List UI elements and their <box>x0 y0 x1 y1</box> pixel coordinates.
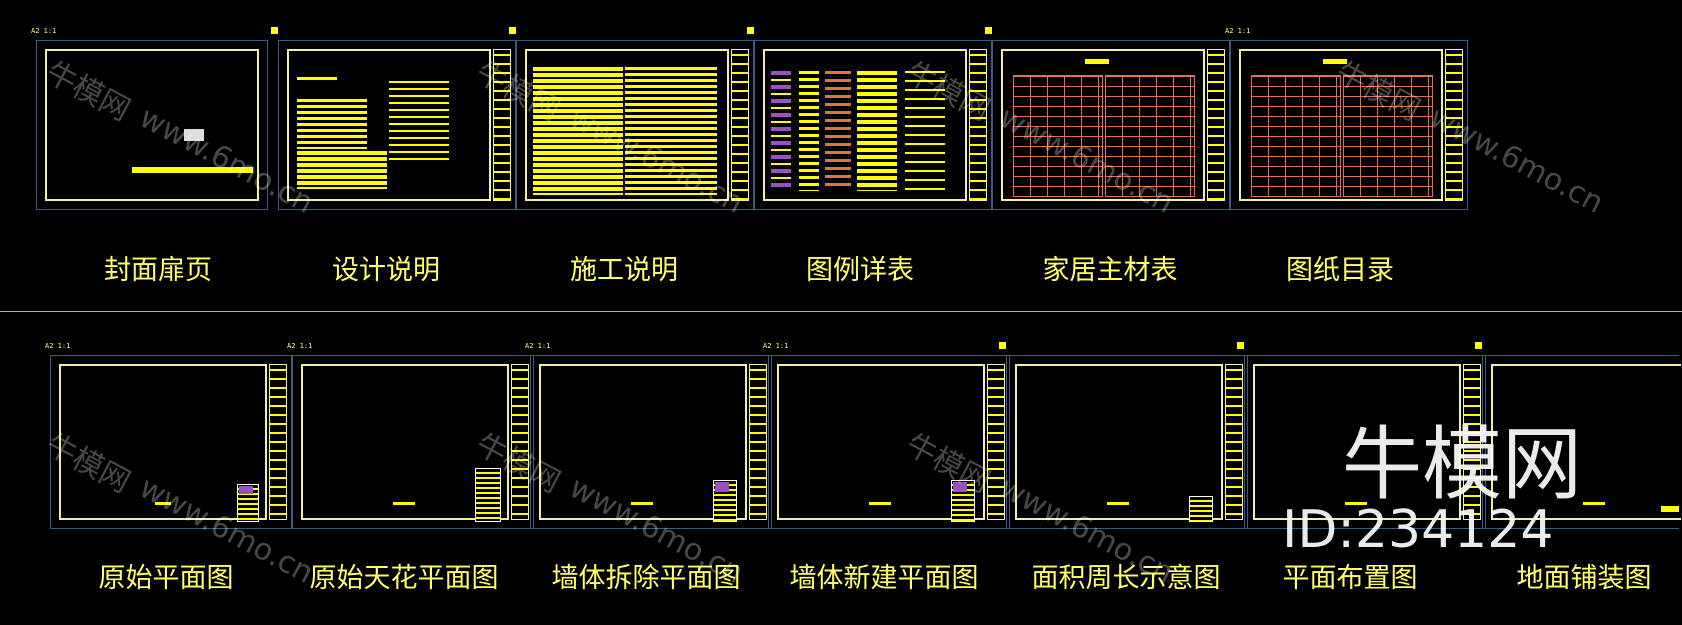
table-title <box>1085 59 1109 64</box>
scale-bar <box>1583 502 1605 505</box>
text-block <box>297 151 387 189</box>
text-block <box>533 67 623 195</box>
sheet-frame <box>1253 364 1461 520</box>
sheet-frame <box>59 364 267 520</box>
sheet-scale-tag: A2 1:1 <box>1225 27 1251 35</box>
title-block <box>493 49 511 201</box>
sheet-frame <box>45 49 259 201</box>
sheet-marker <box>271 27 278 34</box>
sheet-marker <box>1237 342 1244 349</box>
legend-column <box>857 71 897 191</box>
title-block <box>987 364 1005 520</box>
title-block <box>1225 364 1243 520</box>
index-table-left <box>1251 75 1341 197</box>
sheet-caption: 家居主材表 <box>1042 255 1178 286</box>
text-block <box>625 67 717 195</box>
sheet-drawing-index[interactable]: A2 1:1 <box>1225 27 1468 210</box>
sheet-frame <box>1491 364 1681 520</box>
sheet-caption: 地面铺装图 <box>1516 563 1652 594</box>
scale-bar <box>869 502 891 505</box>
text-block <box>297 99 367 149</box>
sheet-material-table[interactable] <box>985 27 1230 210</box>
legend-box <box>475 468 501 522</box>
sheet-frame <box>301 364 509 520</box>
sheet-marker <box>1475 342 1482 349</box>
sheet-frame <box>777 364 985 520</box>
sheet-construction-notes[interactable] <box>509 27 754 210</box>
title-block <box>269 364 287 520</box>
legend-swatch <box>239 486 253 494</box>
sheet-caption: 封面扉页 <box>104 255 212 286</box>
sheet-frame <box>1001 49 1205 201</box>
sheet-caption: 图纸目录 <box>1286 255 1394 286</box>
legend-swatch <box>953 482 967 492</box>
sheet-frame <box>539 364 747 520</box>
scale-bar <box>1345 502 1367 505</box>
sheet-cover[interactable]: A2 1:1 <box>31 27 268 210</box>
text-block <box>389 81 449 161</box>
sheet-caption: 面积周长示意图 <box>1031 563 1221 594</box>
sheet-caption: 图例详表 <box>806 255 914 286</box>
legend-column <box>771 71 791 191</box>
legend-column <box>799 71 819 191</box>
sheet-area-perimeter[interactable] <box>999 342 1248 529</box>
sheet-caption: 墙体新建平面图 <box>789 563 979 594</box>
sheet-original-plan[interactable]: A2 1:1 <box>45 342 292 529</box>
sheet-caption: 原始天花平面图 <box>309 563 499 594</box>
sheet-scale-tag: A2 1:1 <box>31 27 57 35</box>
sheet-wall-demolition[interactable]: A2 1:1 <box>525 342 772 529</box>
title-block <box>1463 364 1481 520</box>
text-block <box>297 77 337 80</box>
sheet-frame <box>763 49 967 201</box>
scale-bar <box>393 502 415 505</box>
title-block <box>511 364 529 520</box>
sheet-legend[interactable] <box>747 27 992 210</box>
sheet-marker <box>747 27 754 34</box>
index-table-right <box>1343 75 1433 197</box>
material-table-right <box>1105 75 1195 197</box>
sheet-caption: 施工说明 <box>570 255 678 286</box>
watermark-id: ID:234124 <box>1282 500 1554 560</box>
sheet-new-wall[interactable]: A2 1:1 <box>763 342 1010 529</box>
sheet-frame <box>1239 49 1443 201</box>
sheet-caption: 原始平面图 <box>98 563 234 594</box>
row-divider <box>0 311 1682 312</box>
sheet-scale-tag: A2 1:1 <box>45 342 71 350</box>
sheet-frame <box>525 49 729 201</box>
sheet-furniture-layout[interactable] <box>1237 342 1486 529</box>
table-title <box>1323 59 1347 64</box>
sheet-marker <box>509 27 516 34</box>
sheet-caption: 平面布置图 <box>1282 563 1418 594</box>
sheet-floor-paving[interactable] <box>1475 342 1681 529</box>
sheet-design-notes[interactable] <box>271 27 516 210</box>
sheet-scale-tag: A2 1:1 <box>287 342 313 350</box>
sheet-scale-tag: A2 1:1 <box>525 342 551 350</box>
title-block <box>749 364 767 520</box>
sheet-scale-tag: A2 1:1 <box>763 342 789 350</box>
legend-swatch <box>715 482 729 492</box>
title-stub <box>1661 506 1679 512</box>
scale-bar <box>631 502 653 505</box>
sheet-marker <box>999 342 1006 349</box>
title-block <box>731 49 749 201</box>
cover-logo <box>184 129 204 141</box>
title-block <box>1445 49 1463 201</box>
cover-title-bar <box>132 167 253 173</box>
title-block <box>1207 49 1225 201</box>
sheet-caption: 墙体拆除平面图 <box>551 563 741 594</box>
legend-column <box>825 71 851 191</box>
sheet-marker <box>985 27 992 34</box>
sheet-original-ceiling[interactable]: A2 1:1 <box>287 342 534 529</box>
sheet-caption: 设计说明 <box>332 255 440 286</box>
scale-bar <box>1107 502 1129 505</box>
sheet-frame <box>287 49 491 201</box>
watermark-brand-large: 牛模网 <box>1342 418 1582 511</box>
legend-box <box>1189 496 1213 522</box>
scale-bar <box>155 502 171 505</box>
title-block <box>969 49 987 201</box>
legend-column <box>905 71 945 191</box>
material-table-left <box>1013 75 1103 197</box>
sheet-frame <box>1015 364 1223 520</box>
